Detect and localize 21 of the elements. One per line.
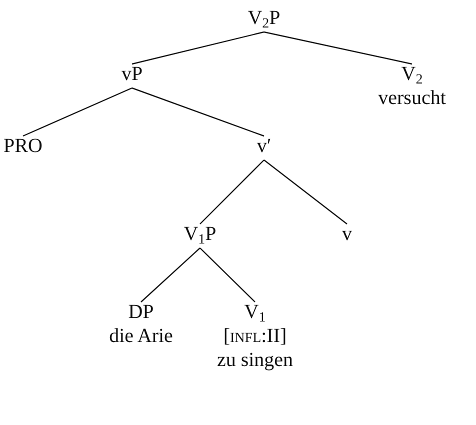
tree-branch <box>200 160 264 224</box>
category-label: vP <box>121 62 143 86</box>
word-label: versucht <box>378 86 446 110</box>
tree-branch <box>22 87 132 137</box>
category-label: PRO <box>4 134 42 158</box>
tree-branch <box>132 31 264 65</box>
tree-branch <box>140 248 200 302</box>
category-label: DP <box>128 300 154 324</box>
tree-branch <box>264 160 348 224</box>
tree-branch <box>132 87 264 137</box>
tree-branch <box>200 248 256 302</box>
feature-label: [infl:II] <box>223 324 287 348</box>
category-label: v <box>342 222 352 246</box>
category-label: V$_{1}$P <box>184 222 216 246</box>
category-label: V$_{2}$ <box>401 62 423 86</box>
category-label: v′ <box>256 134 272 158</box>
category-label: V$_{1}$ <box>244 300 266 324</box>
word-label: die Arie <box>109 324 173 348</box>
tree-branch <box>264 31 412 65</box>
word-label: zu singen <box>216 348 294 372</box>
category-label: V$_{2}$P <box>248 6 280 30</box>
